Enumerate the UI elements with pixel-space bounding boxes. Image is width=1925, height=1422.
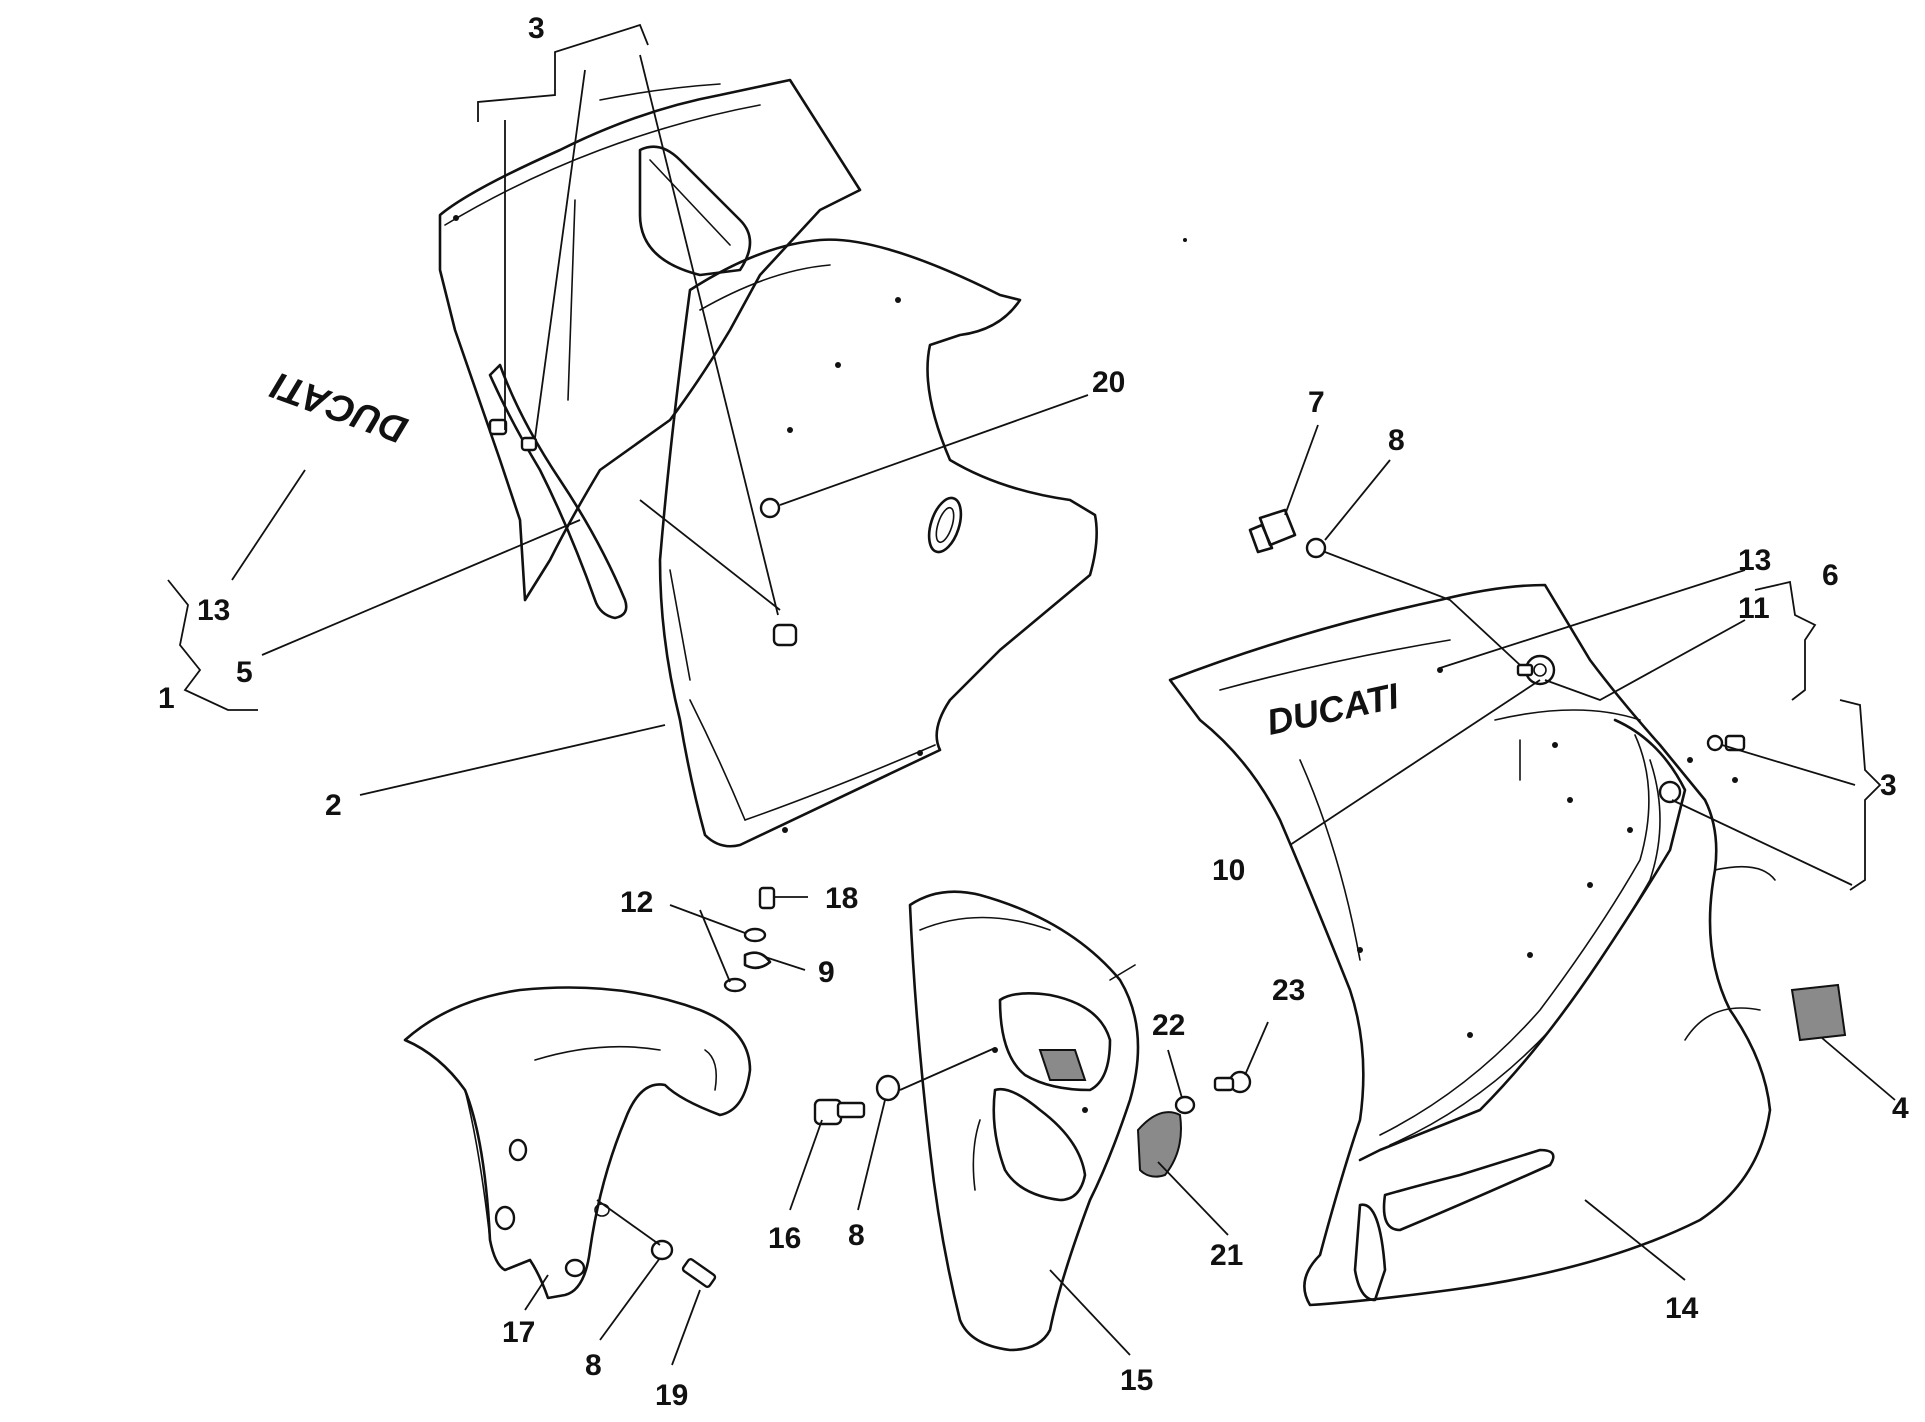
screw-icon bbox=[520, 436, 538, 452]
washer-icon bbox=[875, 1074, 901, 1102]
callout-11: 11 bbox=[1738, 592, 1770, 625]
callout-8-top: 8 bbox=[1388, 424, 1405, 457]
screw-icon bbox=[488, 418, 508, 436]
callout-12: 12 bbox=[620, 886, 653, 919]
fastener-pin-icon bbox=[1516, 663, 1534, 677]
side-fairing: DUCATI bbox=[1168, 583, 1776, 1307]
middle-side-panel bbox=[908, 890, 1140, 1352]
mudguard-hardware-top bbox=[723, 886, 776, 993]
callout-1: 1 bbox=[158, 682, 175, 715]
callout-14: 14 bbox=[1665, 1292, 1699, 1325]
callout-21: 21 bbox=[1210, 1239, 1243, 1272]
callout-labels: 3 20 13 5 1 2 7 8 13 6 11 10 3 4 14 12 1… bbox=[158, 12, 1909, 1412]
washer-icon bbox=[723, 977, 747, 993]
washer-icon bbox=[650, 1239, 674, 1261]
mount-hole-icon bbox=[564, 1258, 586, 1278]
grommet-icon bbox=[772, 623, 798, 647]
callout-20: 20 bbox=[1092, 366, 1125, 399]
mount-hole-icon bbox=[508, 1138, 528, 1162]
mesh-insert-icon bbox=[1136, 1111, 1182, 1178]
callout-8-lower-left: 8 bbox=[585, 1349, 602, 1382]
brand-decal-top: DUCATI bbox=[265, 363, 413, 451]
callout-3-top: 3 bbox=[528, 12, 545, 45]
washer-icon bbox=[743, 927, 767, 943]
bolt-icon bbox=[681, 1258, 717, 1288]
callout-13-left: 13 bbox=[197, 594, 230, 627]
callout-22: 22 bbox=[1152, 1009, 1185, 1042]
mesh-patch-icon bbox=[1790, 983, 1847, 1042]
upper-fairing: DUCATI bbox=[265, 78, 1098, 848]
brand-decal-side: DUCATI bbox=[1263, 675, 1403, 743]
callout-16: 16 bbox=[768, 1222, 801, 1255]
callout-13-right: 13 bbox=[1738, 544, 1771, 577]
washer-icon bbox=[1305, 537, 1327, 559]
mount-hole-icon bbox=[494, 1205, 516, 1231]
callout-5: 5 bbox=[236, 656, 253, 689]
bracket-clip bbox=[1248, 508, 1297, 554]
screw-icon bbox=[1724, 734, 1746, 752]
leader-lines bbox=[167, 23, 1896, 1366]
callout-2: 2 bbox=[325, 789, 342, 822]
screw-shank-icon bbox=[1213, 1076, 1235, 1092]
callout-10: 10 bbox=[1212, 854, 1245, 887]
callout-7: 7 bbox=[1308, 386, 1325, 419]
callout-15: 15 bbox=[1120, 1364, 1153, 1397]
washer-icon bbox=[1174, 1095, 1196, 1115]
washer-icon bbox=[1706, 734, 1724, 752]
bolt-shank-icon bbox=[836, 1101, 866, 1119]
callout-9: 9 bbox=[818, 956, 835, 989]
front-mudguard bbox=[403, 986, 752, 1300]
nut-icon bbox=[1658, 780, 1682, 804]
callout-4: 4 bbox=[1892, 1092, 1909, 1125]
callout-18: 18 bbox=[825, 882, 858, 915]
callout-3-right: 3 bbox=[1880, 769, 1897, 802]
callout-6: 6 bbox=[1822, 559, 1839, 592]
screw-icon bbox=[758, 886, 776, 910]
callout-8-middle: 8 bbox=[848, 1219, 865, 1252]
callout-17: 17 bbox=[502, 1316, 535, 1349]
callout-19: 19 bbox=[655, 1379, 688, 1412]
callout-23: 23 bbox=[1272, 974, 1305, 1007]
nut-icon bbox=[759, 497, 781, 519]
